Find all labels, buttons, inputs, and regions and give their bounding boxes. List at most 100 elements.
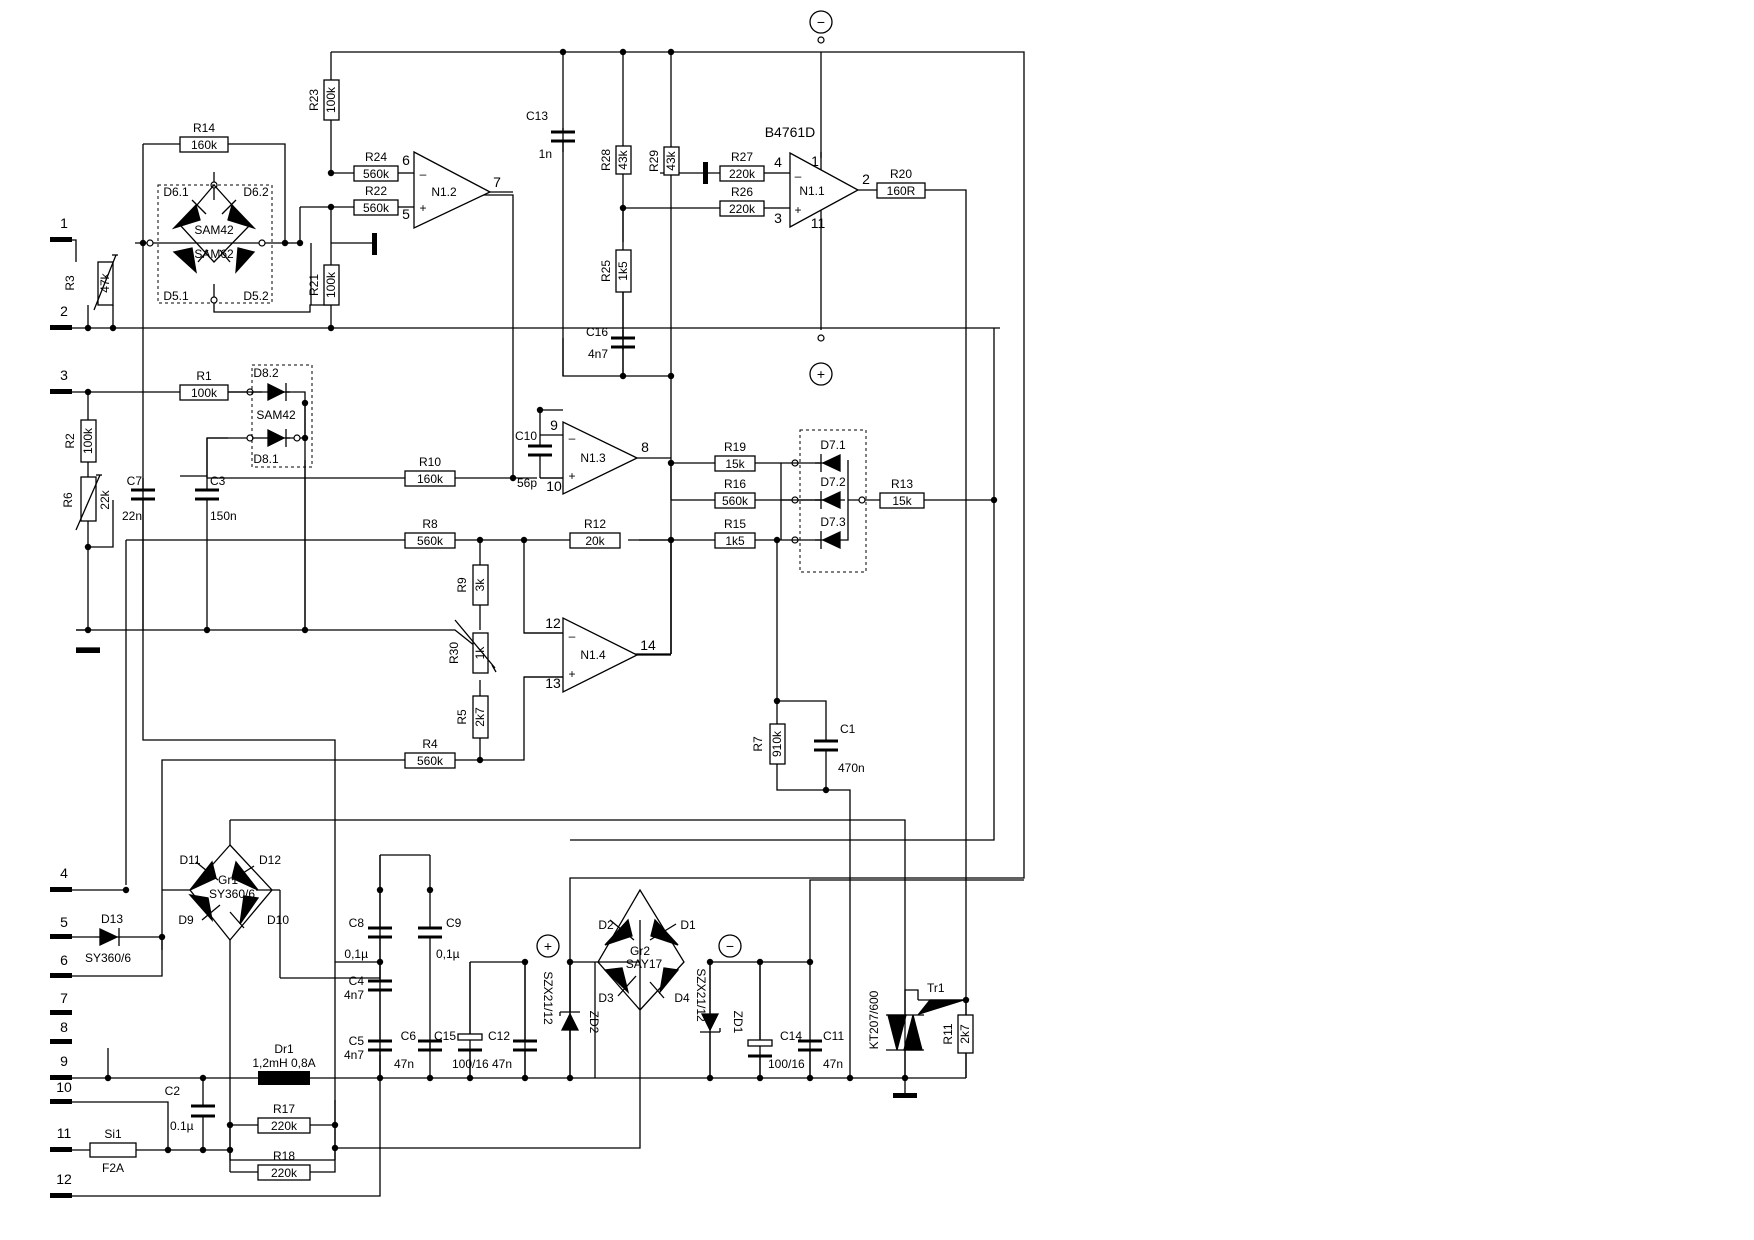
- c5-ref: C5: [349, 1034, 365, 1048]
- n1-1-pin2: 2: [862, 171, 870, 187]
- n1-4-plus: +: [568, 667, 575, 681]
- pin-10: 10: [56, 1079, 72, 1095]
- c10-ref: C10: [515, 429, 537, 443]
- n1-2-pin6: 6: [402, 152, 410, 168]
- n1-4-pin12: 12: [545, 615, 561, 631]
- pin-12: 12: [56, 1171, 72, 1187]
- n1-4-pin14: 14: [640, 637, 656, 653]
- dr1-ref: Dr1: [274, 1042, 294, 1056]
- c3-ref: C3: [210, 474, 226, 488]
- r1-ref: R1: [196, 369, 212, 383]
- r6-ref: R6: [61, 492, 75, 508]
- fuse: Si1 F2A: [89, 1127, 137, 1175]
- n1-3-minus: –: [569, 431, 576, 445]
- ground-symbols: [76, 162, 917, 1098]
- c4-ref: C4: [349, 974, 365, 988]
- r28-value: 43k: [616, 149, 630, 169]
- r24-value: 560k: [363, 167, 390, 181]
- dr1-value: 1,2mH 0,8A: [252, 1056, 315, 1070]
- r3-value: 47k: [98, 272, 112, 292]
- pin-1: 1: [60, 215, 68, 231]
- r20-value: 160R: [887, 184, 916, 198]
- n1-1-pin4: 4: [774, 154, 782, 170]
- sam42-label: SAM42: [194, 223, 234, 237]
- c2-value: 0.1µ: [170, 1119, 194, 1133]
- pin-6: 6: [60, 952, 68, 968]
- c13-ref: C13: [526, 109, 548, 123]
- r21-ref: R21: [307, 274, 321, 296]
- pin-7: 7: [60, 990, 68, 1006]
- capacitor-labels: C1 470n C2 0.1µ C3 150n C4 4n7 C5 4n7 C6…: [122, 109, 865, 1133]
- n1-3-pin9: 9: [550, 417, 558, 433]
- d7-2-label: D7.2: [820, 475, 846, 489]
- n1-1-pin3: 3: [774, 210, 782, 226]
- d3-label: D3: [598, 991, 614, 1005]
- r16-value: 560k: [722, 494, 749, 508]
- pin-2: 2: [60, 303, 68, 319]
- diode-symbols: [99, 199, 841, 1033]
- n1-3-pin8: 8: [641, 439, 649, 455]
- c7-ref: C7: [127, 474, 143, 488]
- c6-value: 47n: [394, 1057, 414, 1071]
- d8-1-label: D8.1: [253, 452, 279, 466]
- r23-value: 100k: [324, 86, 338, 113]
- r26-ref: R26: [731, 185, 753, 199]
- c9-value: 0,1µ: [436, 947, 460, 961]
- sam62-label: SAM62: [194, 247, 234, 261]
- r25-ref: R25: [599, 260, 613, 282]
- n1-2-label: N1.2: [431, 185, 457, 199]
- capacitors: [131, 130, 838, 1118]
- r2-ref: R2: [63, 433, 77, 449]
- r21-value: 100k: [324, 271, 338, 298]
- r9-ref: R9: [455, 577, 469, 593]
- supply-minus-label: −: [817, 14, 825, 30]
- r4-ref: R4: [422, 737, 438, 751]
- c6-ref: C6: [401, 1029, 417, 1043]
- d11-label: D11: [179, 853, 200, 867]
- opamps: [413, 150, 860, 694]
- d8-2-label: D8.2: [253, 366, 279, 380]
- pin-4: 4: [60, 865, 68, 881]
- c8-ref: C8: [349, 916, 365, 930]
- n1-1-minus: –: [795, 169, 802, 183]
- d6-1-label: D6.1: [163, 185, 189, 199]
- r14-value: 160k: [191, 138, 218, 152]
- d12-label: D12: [259, 853, 281, 867]
- pot-arrows: [75, 254, 497, 673]
- szx21-12-label: SZX21/12: [541, 971, 555, 1025]
- c3-value: 150n: [210, 509, 237, 523]
- c16-ref: C16: [586, 325, 608, 339]
- inductor: Dr1 1,2mH 0,8A: [252, 1042, 316, 1085]
- d4-label: D4: [674, 991, 690, 1005]
- r29-ref: R29: [647, 150, 661, 172]
- c9-ref: C9: [446, 916, 462, 930]
- pin-3: 3: [60, 367, 68, 383]
- r10-ref: R10: [419, 455, 441, 469]
- diode-packages: [157, 184, 867, 573]
- n1-3-plus: +: [568, 469, 575, 483]
- r15-value: 1k5: [725, 534, 745, 548]
- r12-value: 20k: [585, 534, 605, 548]
- c8-value: 0,1µ: [344, 947, 368, 961]
- c15-value: 100/16: [452, 1057, 489, 1071]
- r4-value: 560k: [417, 754, 444, 768]
- tr1-ref: Tr1: [927, 981, 945, 995]
- zd1-label: ZD1: [731, 1011, 745, 1034]
- resistor-labels: R1 100k R2 100k R3 47k R4 560k R5 2k7 R6…: [61, 86, 972, 1180]
- d6-2-label: D6.2: [243, 185, 269, 199]
- c1-ref: C1: [840, 722, 856, 736]
- sy360-6-label-2: SY360/6: [85, 951, 131, 965]
- n1-1-plus: +: [794, 203, 801, 217]
- c10-value: 56p: [517, 476, 537, 490]
- zd2-label: ZD2: [587, 1011, 601, 1034]
- pin-5: 5: [60, 914, 68, 930]
- n1-4-pin13: 13: [545, 675, 561, 691]
- sam42-label-2: SAM42: [256, 408, 296, 422]
- d1-label: D1: [680, 918, 696, 932]
- c12-ref: C12: [488, 1029, 510, 1043]
- connector-pin-labels: 1 2 3 4 5 6 7 8 9 10 11 12: [56, 215, 72, 1187]
- d7-3-label: D7.3: [820, 515, 846, 529]
- opamp-labels: N1.1 4 3 2 1 11 – + N1.2 6 5 7 – + N1.3 …: [402, 124, 870, 691]
- r8-value: 560k: [417, 534, 444, 548]
- n1-2-minus: –: [420, 167, 427, 181]
